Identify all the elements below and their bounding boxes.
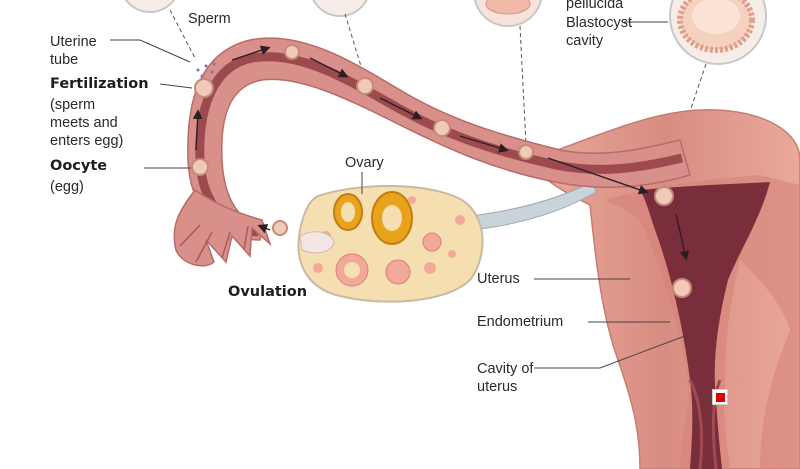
- label-oocyte-note: (egg): [50, 179, 84, 195]
- red-point-marker[interactable]: [712, 389, 728, 405]
- ovary: [297, 184, 484, 303]
- uterus: [528, 109, 800, 469]
- ovarian-ligament: [469, 181, 597, 231]
- path-arrows: [192, 45, 690, 261]
- developing-cells: [191, 44, 692, 298]
- label-cavity-of-uterus: Cavity of uterus: [477, 361, 534, 395]
- label-endometrium: Endometrium: [477, 314, 564, 330]
- label-uterus: Uterus: [477, 271, 520, 287]
- label-ovulation: Ovulation: [228, 284, 308, 300]
- label-leaders: [110, 21, 691, 369]
- label-blastocyst-cavity: Blastocyst cavity: [566, 15, 633, 49]
- label-sperm: Sperm: [188, 11, 231, 27]
- red-dot-icon: [716, 393, 725, 402]
- label-fertilization: Fertilization: [50, 76, 149, 92]
- magnified-circles: [124, 0, 767, 65]
- label-pellucida: pellucida: [566, 0, 624, 12]
- label-oocyte: Oocyte: [50, 158, 108, 174]
- label-uterine-tube: Uterine tube: [50, 34, 97, 68]
- label-fertilization-note: (sperm meets and enters egg): [50, 97, 124, 149]
- label-ovary: Ovary: [345, 155, 384, 171]
